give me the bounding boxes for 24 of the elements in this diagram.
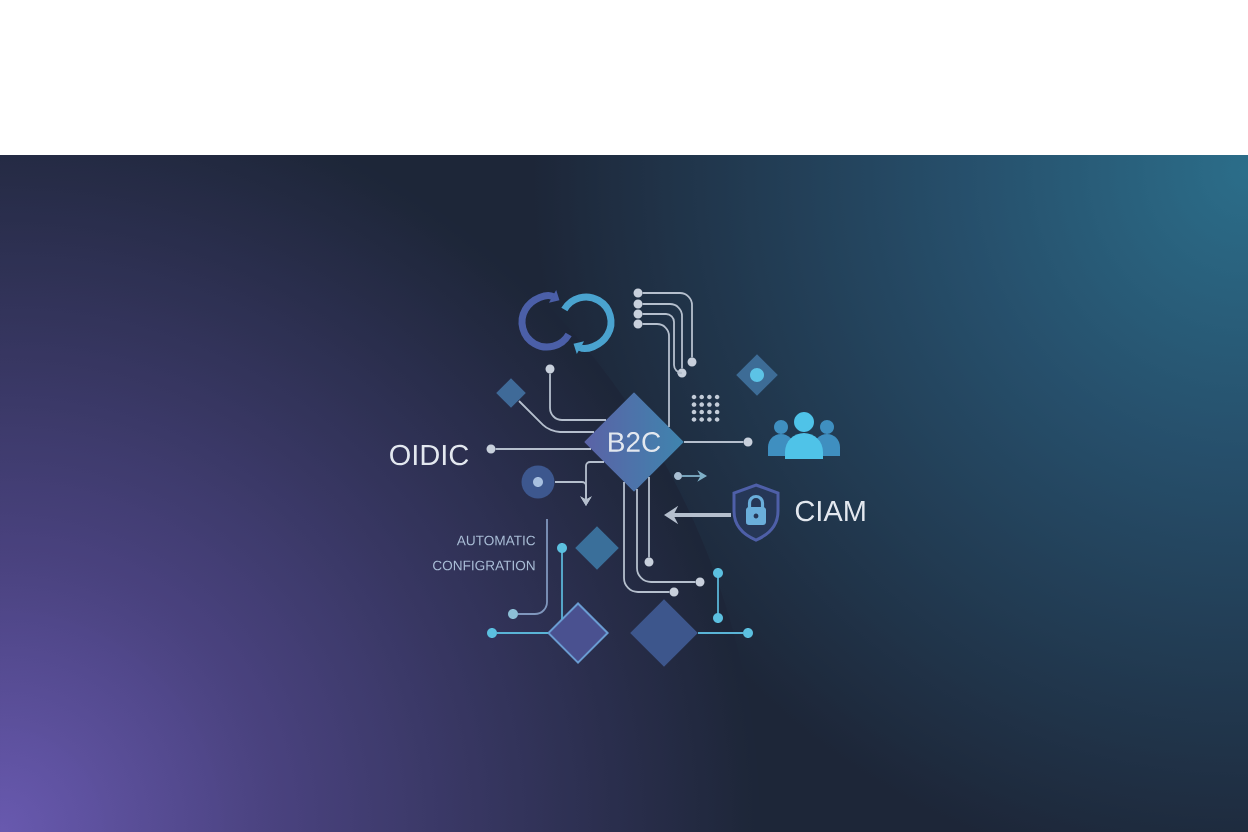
connector-line <box>636 488 697 583</box>
connector-line <box>717 577 719 614</box>
connector-line <box>549 372 607 421</box>
diamond <box>547 602 609 664</box>
text-label: CIAM <box>795 500 865 522</box>
dot-circle <box>521 465 555 499</box>
side-label: AUTOMATIC CONFIGRATION <box>433 535 536 571</box>
arrow <box>554 481 592 506</box>
diamond <box>575 526 619 570</box>
connector-line <box>641 292 693 359</box>
connector-line <box>697 632 744 634</box>
connector-line <box>494 448 592 450</box>
connector-line <box>641 303 683 370</box>
connector-line <box>496 632 549 634</box>
dot-diamond <box>736 354 778 396</box>
connector-line <box>683 441 745 443</box>
connector-line <box>641 313 683 374</box>
connector-line <box>518 400 595 433</box>
connector-line <box>561 552 563 620</box>
diamond <box>496 378 526 408</box>
connector-line <box>517 518 548 615</box>
diamond <box>630 599 698 667</box>
text-label: OIDIC <box>390 444 469 466</box>
connector-line <box>623 481 671 593</box>
